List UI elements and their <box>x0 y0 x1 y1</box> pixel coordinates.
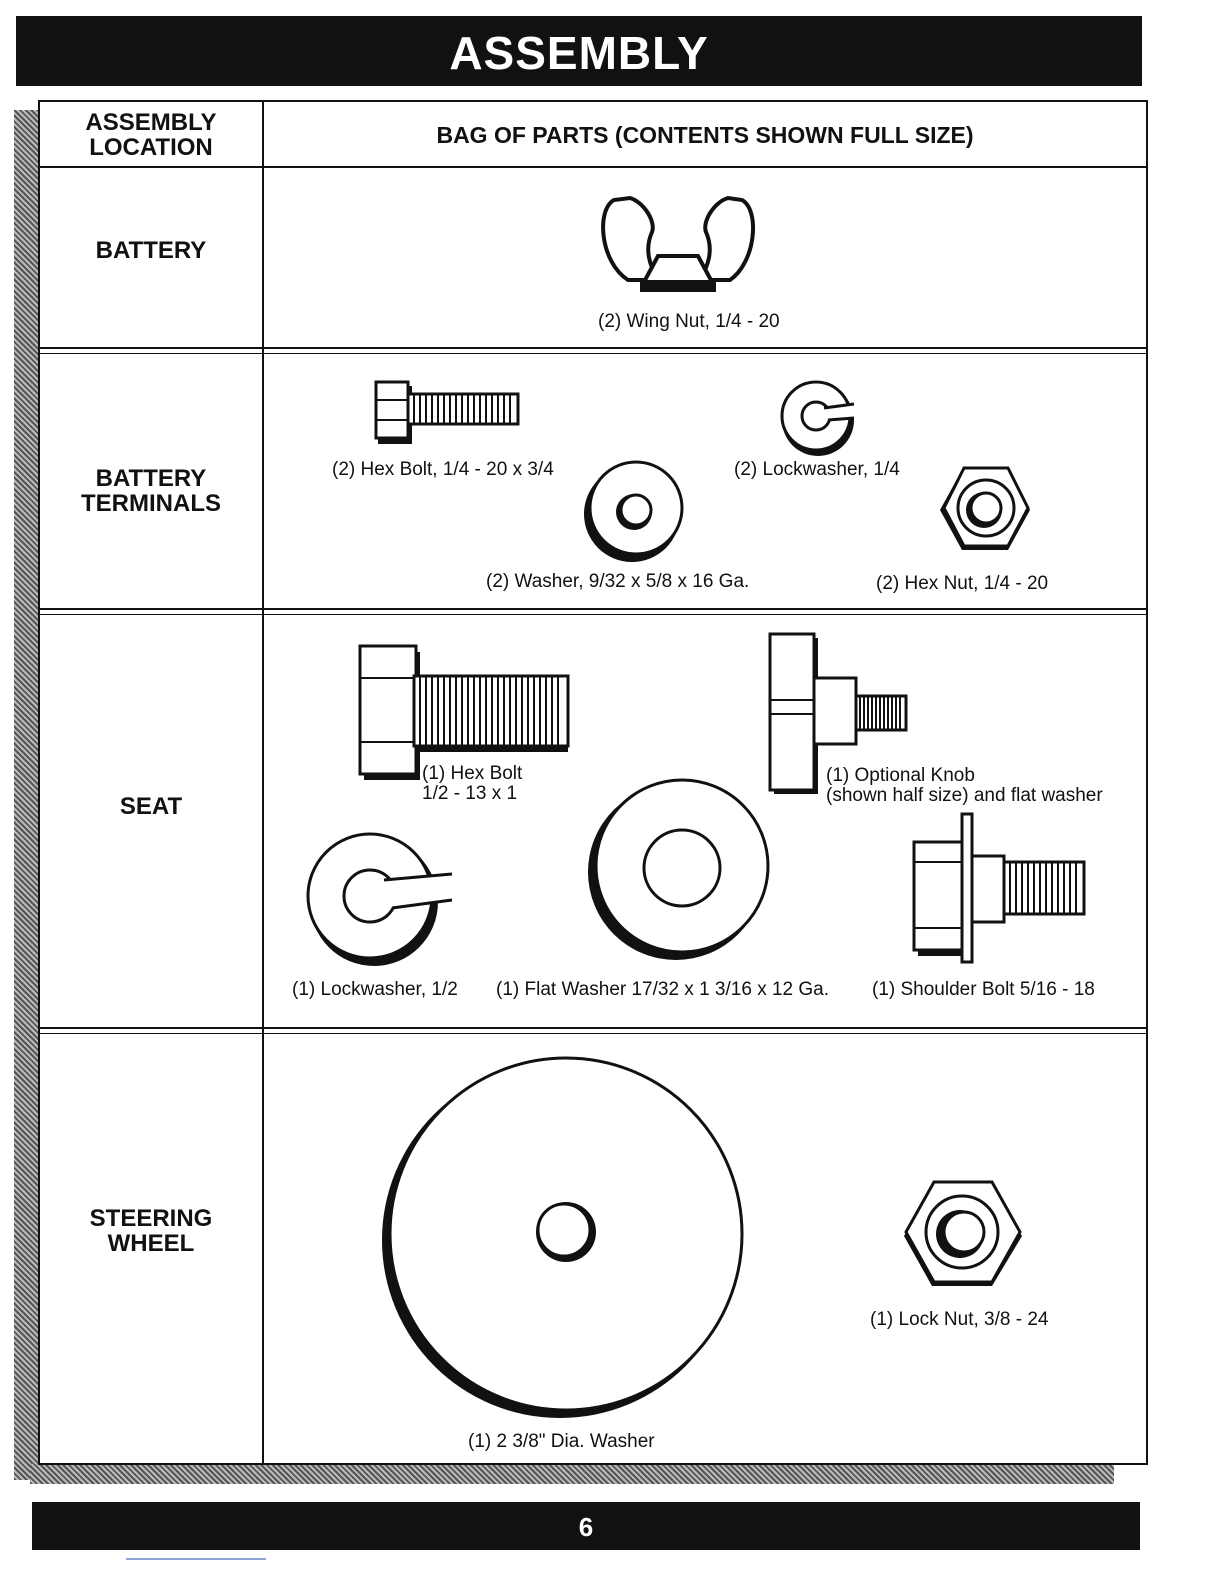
page-number: 6 <box>578 1512 594 1542</box>
shoulder-bolt-illustration <box>912 812 1086 964</box>
hex-nut-small-label: (2) Hex Nut, 1/4 - 20 <box>876 573 1049 594</box>
column-divider <box>262 102 264 1465</box>
table-shadow-bottom <box>30 1464 1114 1484</box>
lock-nut-label: (1) Lock Nut, 3/8 - 24 <box>870 1309 1049 1330</box>
optional-knob-label-1: (1) Optional Knob <box>826 765 975 786</box>
hex-bolt-large-label-2: 1/2 - 13 x 1 <box>422 783 518 804</box>
battery-terminals-line-2: TERMINALS <box>81 490 221 517</box>
hex-bolt-large-illustration <box>358 644 570 780</box>
row-divider-2 <box>40 608 1146 610</box>
hex-nut-small-illustration <box>940 466 1030 550</box>
parts-table: ASSEMBLY LOCATION BAG OF PARTS (CONTENTS… <box>38 100 1148 1465</box>
washer-small-illustration <box>584 460 684 562</box>
hex-bolt-small-illustration <box>374 380 520 444</box>
shoulder-bolt-label: (1) Shoulder Bolt 5/16 - 18 <box>872 979 1095 1000</box>
row-divider-2b <box>40 614 1146 615</box>
dia-washer-label: (1) 2 3/8" Dia. Washer <box>468 1431 655 1452</box>
location-battery: BATTERY <box>95 237 207 264</box>
lockwasher-large-label: (1) Lockwasher, 1/2 <box>292 979 458 1000</box>
location-header: ASSEMBLY LOCATION <box>40 110 262 160</box>
parts-header: BAG OF PARTS (CONTENTS SHOWN FULL SIZE) <box>436 122 974 148</box>
location-seat: SEAT <box>119 793 183 820</box>
flat-washer-label: (1) Flat Washer 17/32 x 1 3/16 x 12 Ga. <box>496 979 830 1000</box>
flat-washer-illustration <box>588 778 770 960</box>
page-title: ASSEMBLY <box>449 27 709 79</box>
row-divider-3 <box>40 1027 1146 1029</box>
steering-wheel-line-2: WHEEL <box>107 1230 195 1257</box>
row-divider-1 <box>40 347 1146 349</box>
lock-nut-illustration <box>904 1180 1022 1286</box>
location-header-line-1: ASSEMBLY <box>85 109 217 136</box>
location-battery-terminals: BATTERY TERMINALS <box>40 466 262 516</box>
lockwasher-small-label: (2) Lockwasher, 1/4 <box>734 459 900 480</box>
optional-knob-illustration <box>768 632 908 794</box>
table-shadow-left <box>14 110 38 1480</box>
row-divider-1b <box>40 353 1146 354</box>
washer-small-label: (2) Washer, 9/32 x 5/8 x 16 Ga. <box>486 571 750 592</box>
hex-bolt-small-label: (2) Hex Bolt, 1/4 - 20 x 3/4 <box>332 459 554 480</box>
location-steering-wheel: STEERING WHEEL <box>40 1206 262 1256</box>
optional-knob-label-2: (shown half size) and flat washer <box>826 785 1103 806</box>
location-header-line-2: LOCATION <box>89 134 213 161</box>
footer-rule <box>126 1558 266 1560</box>
large-washer-illustration <box>382 1056 744 1418</box>
battery-terminals-line-1: BATTERY <box>95 465 207 492</box>
lockwasher-small-illustration <box>780 380 860 456</box>
wing-nut-label: (2) Wing Nut, 1/4 - 20 <box>598 311 780 332</box>
title-banner: ASSEMBLY <box>16 16 1142 86</box>
hex-bolt-large-label-1: (1) Hex Bolt <box>422 763 523 784</box>
header-divider <box>40 166 1146 168</box>
wing-nut-illustration <box>601 195 755 292</box>
lockwasher-large-illustration <box>306 832 458 966</box>
row-divider-3b <box>40 1033 1146 1034</box>
steering-wheel-line-1: STEERING <box>89 1205 213 1232</box>
footer-bar: 6 <box>32 1502 1140 1550</box>
